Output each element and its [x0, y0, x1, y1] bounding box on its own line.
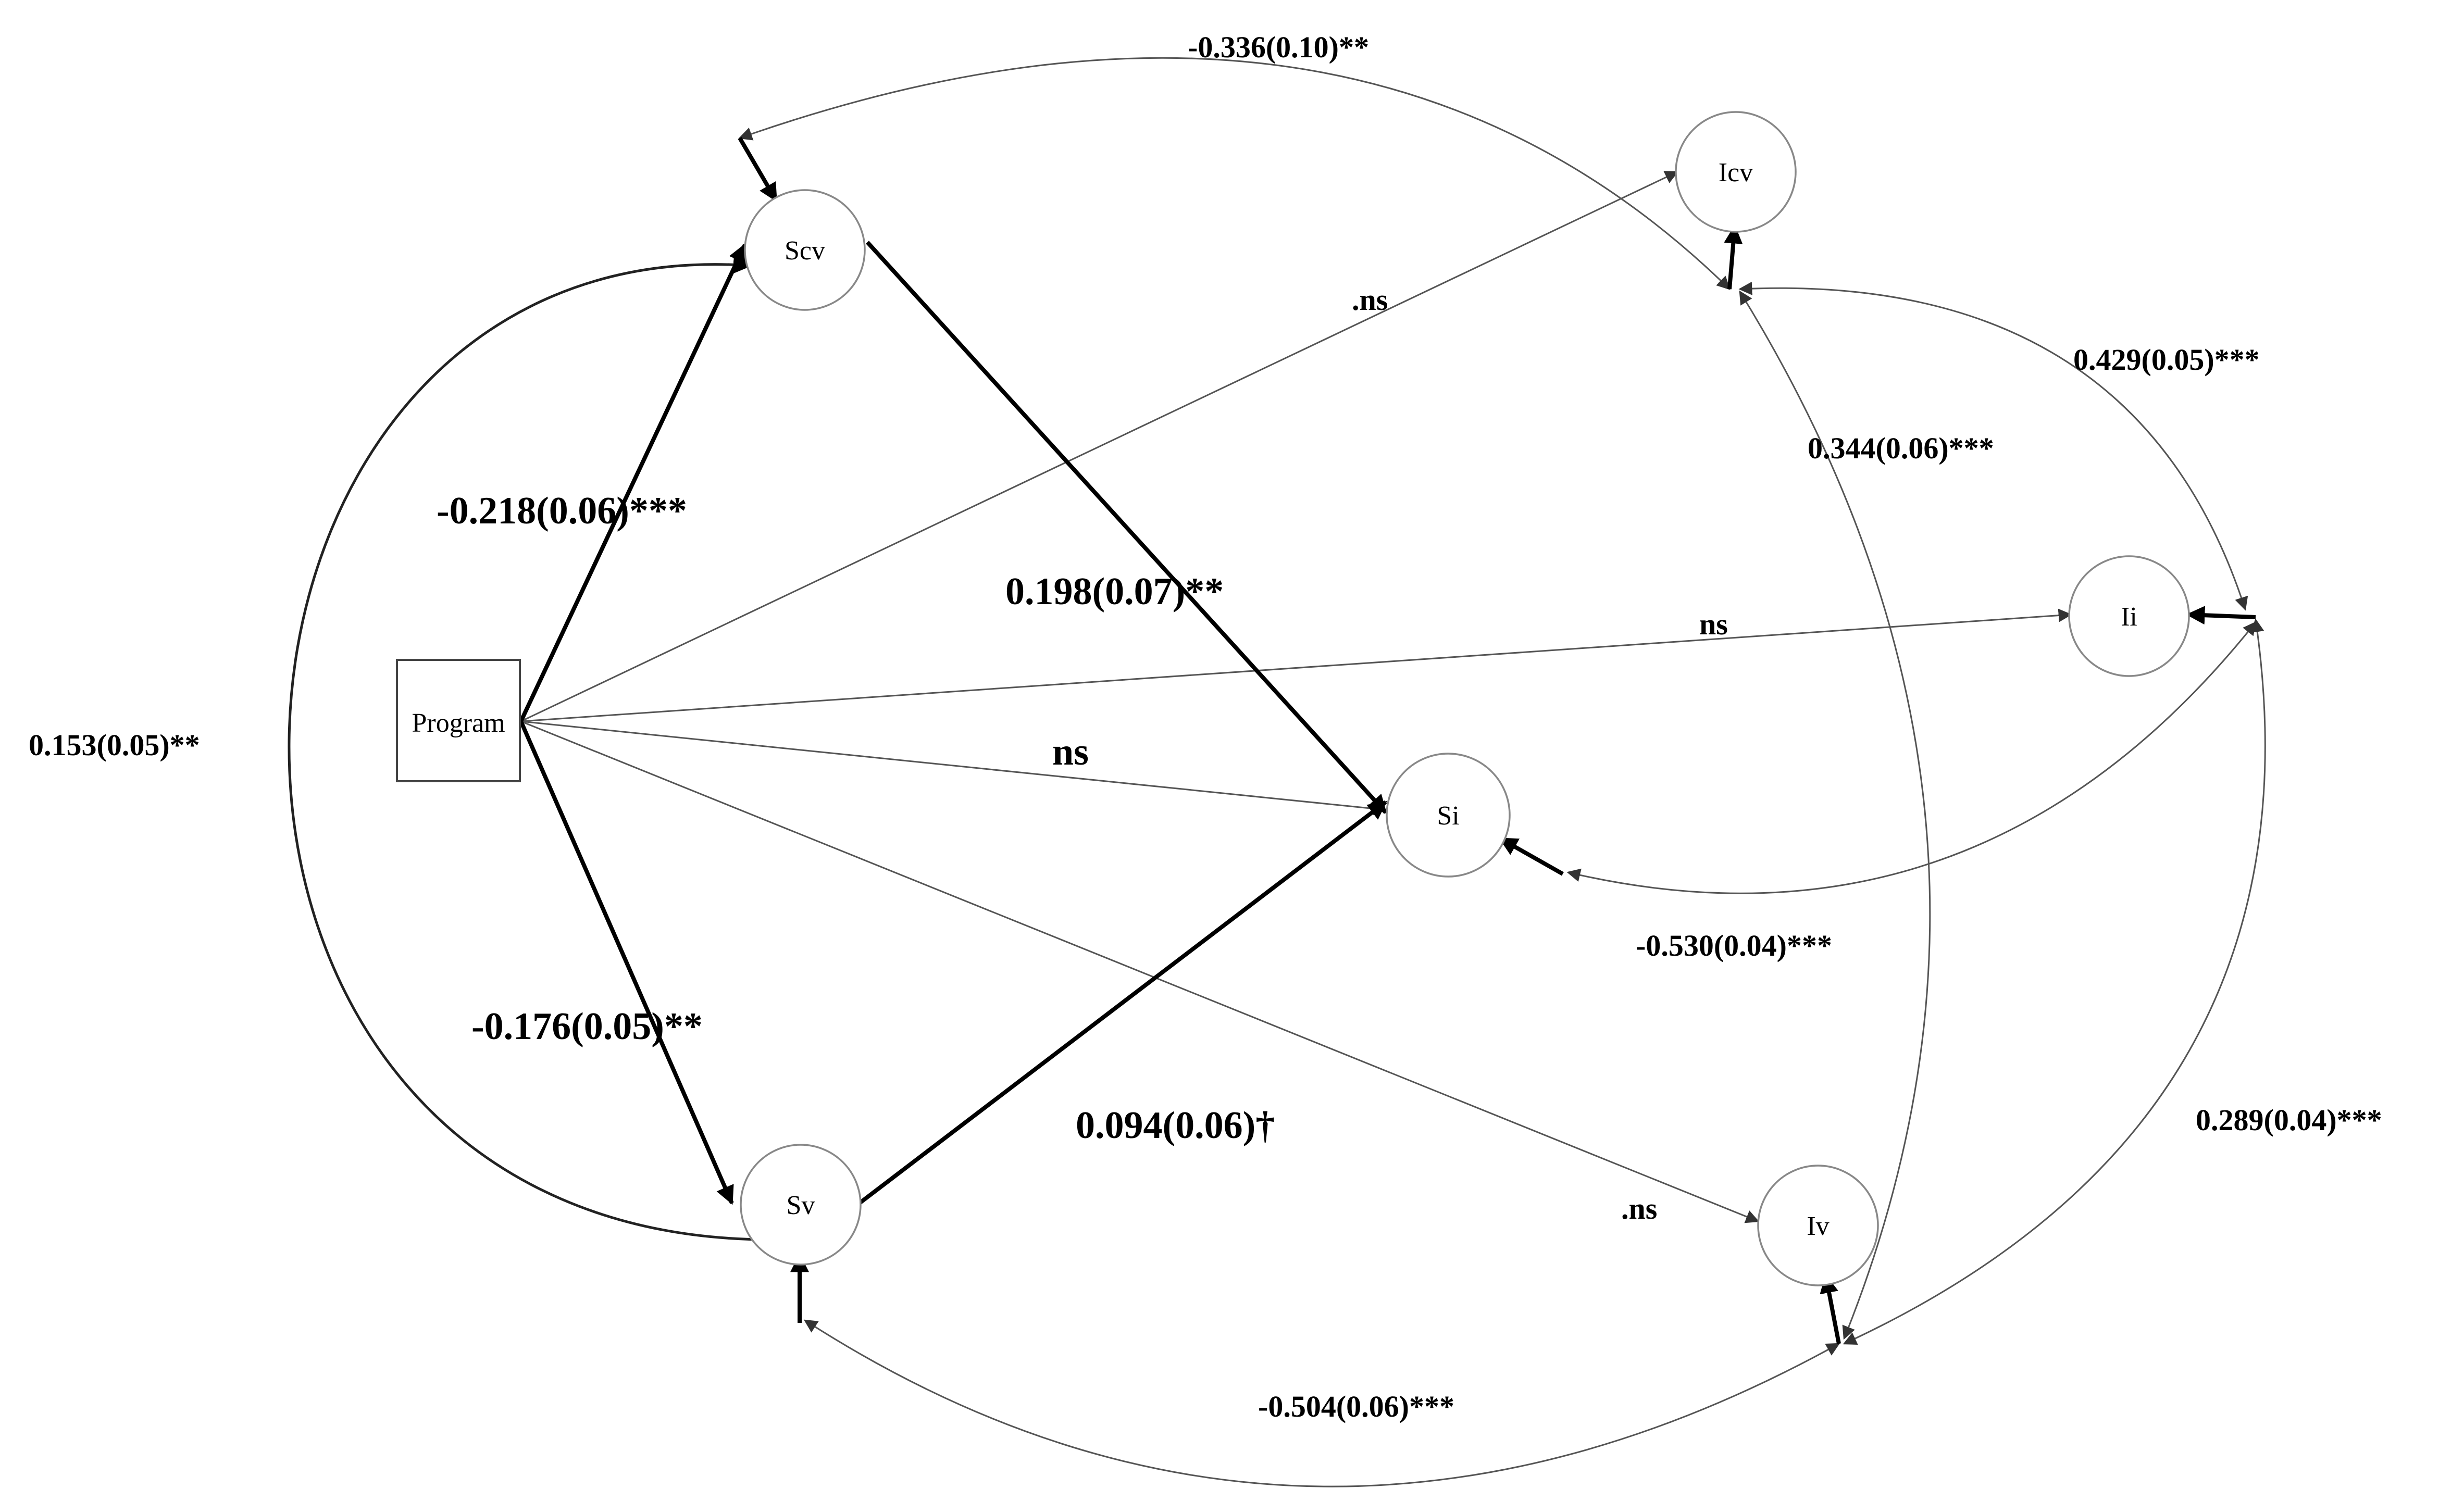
- residual-si-line: [1498, 836, 1564, 876]
- covariance-scv-sv-curve: [288, 255, 783, 1249]
- path-program-scv-line: [519, 243, 747, 722]
- residual-iv-line: [1820, 1274, 1841, 1344]
- label-program-si: ns: [1052, 731, 1089, 773]
- path-program-si-line: [520, 720, 1387, 816]
- covariance-si-ii-curve: [1566, 621, 2257, 894]
- node-scv-label: Scv: [785, 236, 825, 266]
- node-program-label: Program: [412, 708, 505, 738]
- label-program-iv: .ns: [1621, 1192, 1657, 1225]
- node-si-label: Si: [1437, 801, 1459, 831]
- label-sv-iv: -0.504(0.06)***: [1258, 1390, 1454, 1423]
- label-program-scv: -0.218(0.06)***: [437, 490, 687, 532]
- node-iv: Iv: [1757, 1165, 1879, 1286]
- node-scv: Scv: [744, 189, 866, 311]
- label-program-ii: ns: [1699, 607, 1728, 641]
- label-scv-sv: 0.153(0.05)**: [29, 728, 200, 762]
- node-icv-label: Icv: [1719, 158, 1753, 187]
- node-program: Program: [396, 659, 521, 782]
- label-si-ii: -0.530(0.04)***: [1636, 929, 1832, 962]
- residual-icv-line: [1724, 224, 1743, 290]
- label-icv-ii: 0.429(0.05)***: [2073, 343, 2260, 377]
- covariance-scv-icv-curve: [738, 57, 1731, 290]
- label-program-icv: .ns: [1352, 283, 1388, 317]
- path-program-ii-line: [520, 608, 2072, 722]
- label-scv-si: 0.198(0.07)**: [1005, 570, 1224, 613]
- path-sv-si-line: [858, 800, 1387, 1205]
- covariance-sv-iv-curve: [803, 1319, 1840, 1487]
- label-ii-iv: 0.289(0.04)***: [2196, 1103, 2382, 1137]
- residual-scv-line: [738, 136, 778, 203]
- label-scv-icv: -0.336(0.10)**: [1188, 30, 1369, 64]
- label-icv-iv: 0.344(0.06)***: [1808, 431, 1994, 465]
- path-program-iv-line: [520, 720, 1760, 1223]
- node-ii: Ii: [2068, 555, 2190, 677]
- label-sv-si: 0.094(0.06)†: [1076, 1104, 1275, 1147]
- path-program-icv-line: [520, 171, 1679, 722]
- node-iv-label: Iv: [1807, 1211, 1829, 1241]
- label-program-sv: -0.176(0.05)**: [471, 1005, 703, 1048]
- path-program-sv-line: [519, 720, 734, 1205]
- residual-ii-line: [2186, 606, 2256, 625]
- node-ii-label: Ii: [2121, 602, 2137, 632]
- node-sv-label: Sv: [787, 1191, 815, 1220]
- covariance-ii-iv-curve: [1843, 618, 2266, 1345]
- node-si: Si: [1386, 753, 1511, 878]
- path-scv-si-line: [866, 241, 1387, 814]
- node-icv: Icv: [1675, 111, 1797, 233]
- node-sv: Sv: [740, 1144, 862, 1266]
